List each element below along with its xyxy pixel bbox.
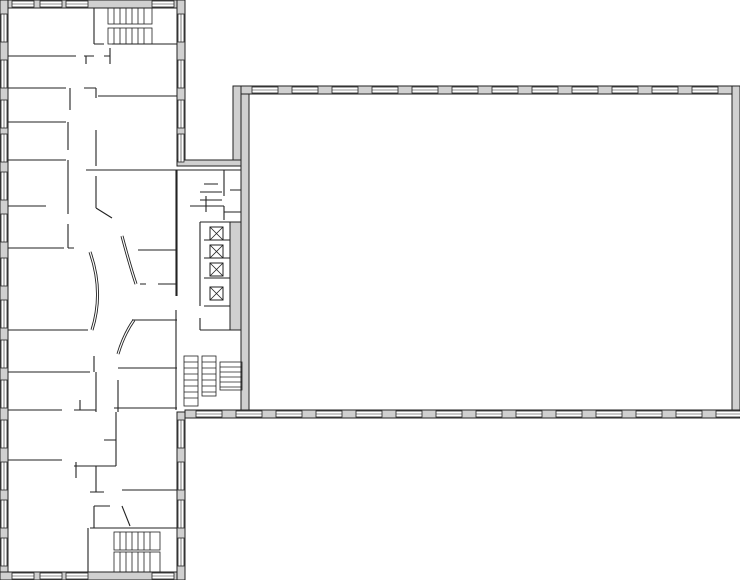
west-wing-walls [0,0,186,580]
west-wing-interior-walls [8,8,177,572]
west-wing-east-wall-lower [176,411,186,580]
stair-south [113,531,161,573]
east-hall-east-wall [731,85,740,419]
west-wing-west-wall [0,0,9,580]
stair-core-west [183,355,199,407]
stair-core-middle [201,355,217,397]
door-openings [79,55,116,441]
core-north-wall [176,159,242,167]
core-shaft-wall [229,221,242,331]
elevator-1 [209,226,224,241]
elevator-2 [209,244,224,259]
east-hall-walls [176,85,740,419]
elevator-3 [209,262,224,277]
stair-core-east [219,361,243,391]
service-core [176,169,242,331]
east-hall-west-wall-upper [232,85,242,165]
elevator-4 [209,286,224,301]
east-hall-south-wall [184,409,740,419]
stair-north [107,7,153,45]
